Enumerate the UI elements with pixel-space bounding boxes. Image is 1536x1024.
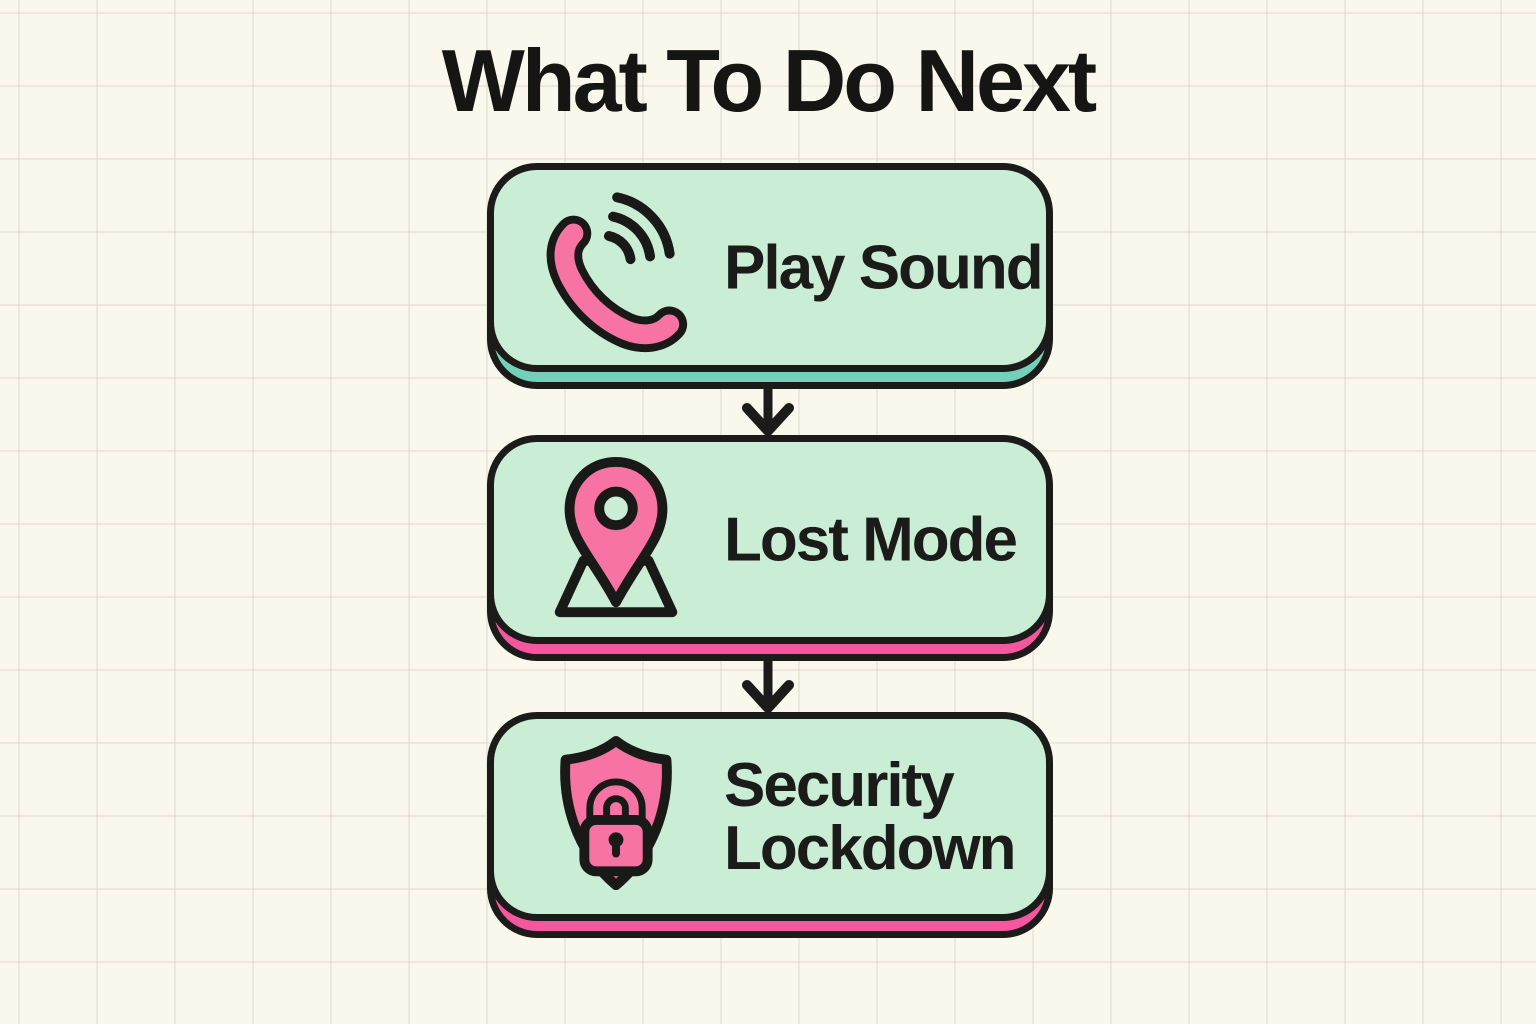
step-label: Play Sound <box>724 233 1044 302</box>
step-label: Lost Mode <box>724 505 1018 574</box>
phone-ringing-icon <box>532 183 700 353</box>
step-card-face: Play Sound <box>487 163 1053 372</box>
step-card-face: Security Lockdown <box>487 712 1053 921</box>
step-card-security-lockdown[interactable]: Security Lockdown <box>487 712 1053 938</box>
step-card-lost-mode[interactable]: Lost Mode <box>487 435 1053 661</box>
shield-lock-icon <box>532 732 700 902</box>
step-card-play-sound[interactable]: Play Sound <box>487 163 1053 389</box>
step-card-face: Lost Mode <box>487 435 1053 644</box>
step-label: Security Lockdown <box>724 750 1017 883</box>
page-title: What To Do Next <box>441 31 1097 130</box>
location-pin-icon <box>532 455 700 625</box>
flow-arrow-down-1 <box>742 382 794 436</box>
flow-arrow-down-2 <box>742 659 794 713</box>
